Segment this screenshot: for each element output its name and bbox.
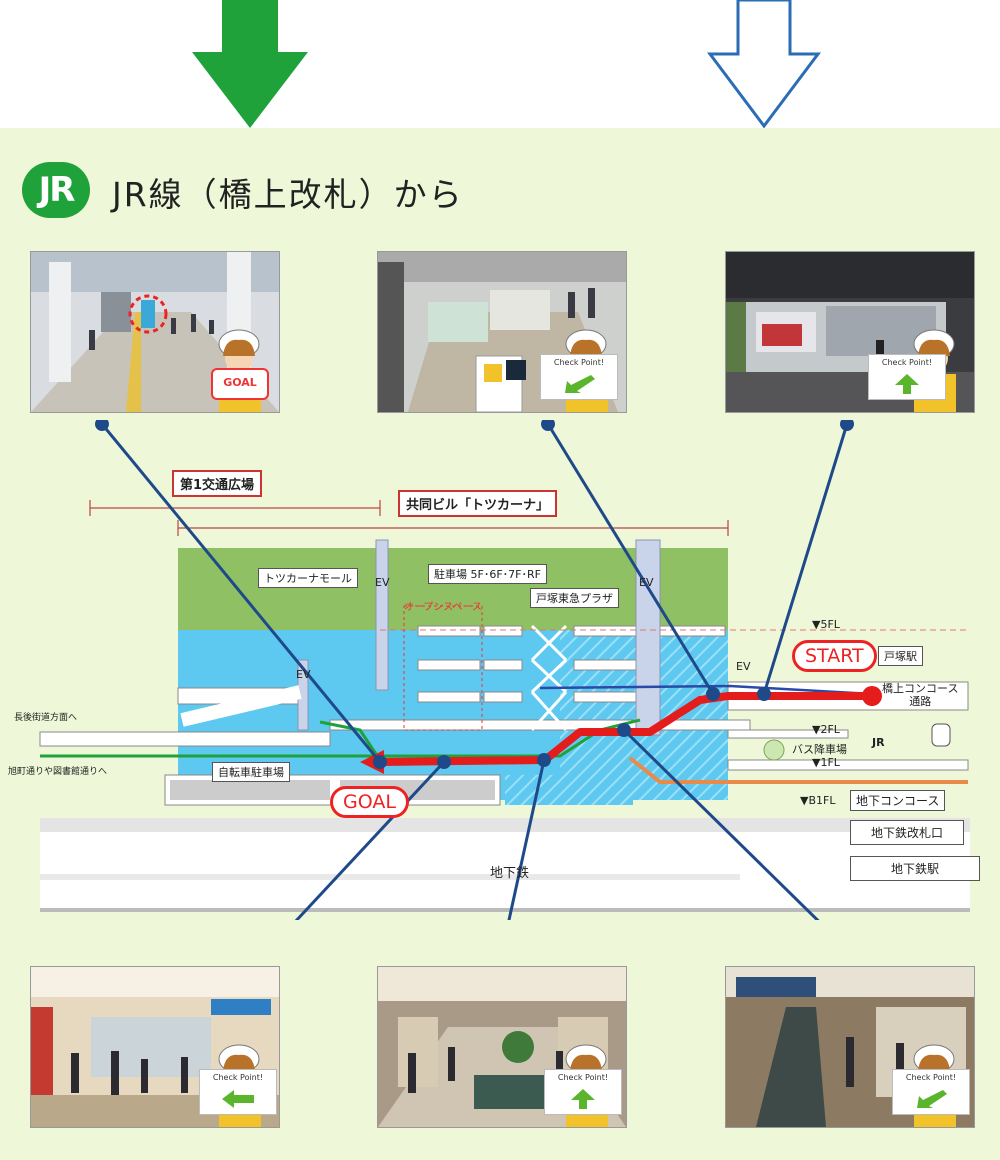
bus-stop-icon	[763, 739, 785, 761]
open-space-label: オープンスペース	[404, 602, 482, 613]
subway-tunnel	[40, 832, 970, 910]
left-staircase	[180, 685, 302, 727]
jr-logo-icon: JR	[22, 162, 90, 218]
route-title: JR線（橋上改札）から	[112, 175, 464, 214]
open-space-outline	[403, 605, 483, 731]
plaza-store-label: 戸塚東急プラザ	[530, 588, 619, 608]
photo-checkpoint-mall: Check Point!	[377, 966, 627, 1128]
green-down-arrow-icon	[192, 0, 308, 128]
subway-label: 地下鉄	[490, 866, 530, 881]
level-2fl-label: ▼2FL	[812, 723, 840, 736]
blue-outline-down-arrow-icon	[707, 0, 821, 129]
left-direction-label-1: 長後街道方面へ	[14, 713, 78, 723]
level-5fl-label: ▼5FL	[812, 618, 840, 631]
mall-label: トツカーナモール	[258, 568, 358, 588]
arrow-up-icon	[895, 374, 919, 394]
checkpoint-card: Check Point!	[199, 1069, 277, 1115]
start-dot-icon	[862, 686, 882, 706]
level-b1fl-label: ▼B1FL	[800, 794, 836, 807]
subway-slab-top	[40, 818, 970, 832]
photo-goal-concourse: GOAL	[30, 251, 280, 413]
arrow-left-icon	[222, 1090, 254, 1108]
underground-concourse-label: 地下コンコース	[850, 790, 946, 811]
ev-label: EV	[296, 668, 311, 681]
checkpoint-card: Check Point!	[868, 354, 946, 400]
direction-arrows	[192, 0, 821, 129]
start-label: START	[792, 640, 877, 672]
arrow-up-icon	[571, 1089, 595, 1109]
arrow-down-left-icon	[565, 375, 595, 393]
checkpoint-label: Check Point!	[212, 1073, 264, 1082]
concourse-label: 橋上コンコース 通路	[882, 682, 959, 708]
checkpoint-label: Check Point!	[557, 1073, 609, 1082]
jr-label: JR	[872, 736, 885, 749]
arrow-down-left-icon	[917, 1090, 947, 1108]
orange-route-line	[628, 756, 968, 784]
goal-card: GOAL	[211, 368, 269, 400]
bike-parking-fill	[170, 780, 330, 800]
parking-label: 駐車場 5F･6F･7F･RF	[428, 564, 547, 584]
plaza-label: 第1交通広場	[172, 470, 263, 497]
checkpoint-card: Check Point!	[892, 1069, 970, 1115]
photo-checkpoint-station-exit: Check Point!	[725, 251, 975, 413]
photo-checkpoint-station-gate: Check Point!	[30, 966, 280, 1128]
dimension-brackets	[89, 500, 729, 536]
pointer-dots	[95, 417, 854, 769]
ev-label: EV	[639, 576, 654, 589]
checkpoint-label: Check Point!	[553, 358, 605, 367]
station-label: 戸塚駅	[878, 646, 923, 666]
ev-label: EV	[375, 576, 390, 589]
stair-braces	[530, 624, 568, 732]
bike-label: 自転車駐車場	[212, 762, 290, 782]
left-direction-label-2: 旭町通りや図書館通りへ	[8, 767, 108, 777]
photo-checkpoint-escalator-down: Check Point!	[725, 966, 975, 1128]
top-band	[0, 0, 1000, 130]
subway-station-label: 地下鉄駅	[850, 856, 981, 881]
photo-checkpoint-escalator-3f: Check Point!	[377, 251, 627, 413]
hatched-basement	[505, 775, 633, 805]
checkpoint-label: Check Point!	[905, 1073, 957, 1082]
level-1fl-label: ▼1FL	[812, 756, 840, 769]
checkpoint-label: Check Point!	[881, 358, 933, 367]
station-cross-section: 第1交通広場 共同ビル「トツカーナ」 トツカーナモール EV 駐車場 5F･6F…	[0, 417, 1000, 954]
goal-label: GOAL	[330, 786, 409, 818]
station-gate-scene	[31, 967, 279, 1127]
green-route-line	[40, 718, 641, 758]
blue-route-line	[539, 684, 873, 696]
checkpoint-card: Check Point!	[540, 354, 618, 400]
subway-gate-label: 地下鉄改札口	[850, 820, 965, 845]
cross-section-svg	[39, 417, 970, 954]
bus-label: バス降車場	[792, 743, 847, 756]
checkpoint-card: Check Point!	[544, 1069, 622, 1115]
train-icon	[931, 723, 951, 747]
building-label: 共同ビル「トツカーナ」	[398, 490, 558, 517]
ev-label: EV	[736, 660, 751, 673]
